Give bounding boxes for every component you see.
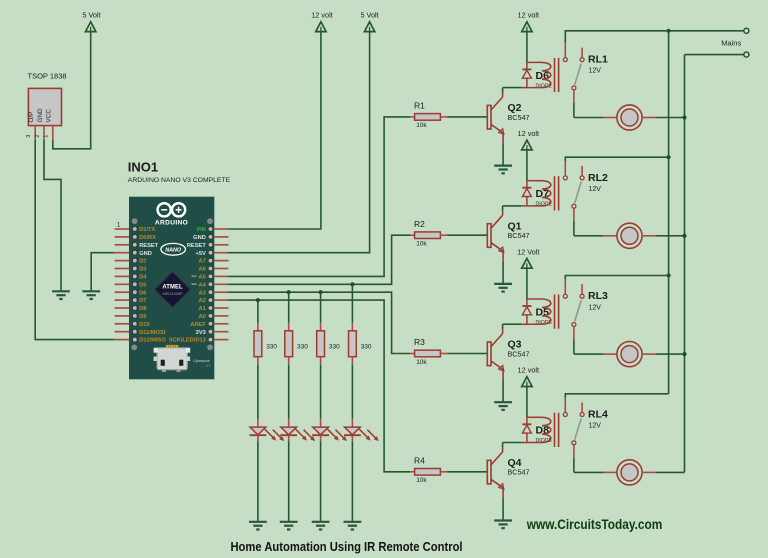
svg-text:GND: GND: [193, 235, 206, 241]
svg-text:D3: D3: [139, 267, 146, 273]
svg-text:10k: 10k: [416, 241, 427, 248]
svg-text:A5: A5: [199, 275, 206, 281]
svg-text:D10: D10: [139, 322, 149, 328]
svg-text:12V: 12V: [589, 423, 602, 430]
svg-text:ARDUINO NANO V3 COMPLETE: ARDUINO NANO V3 COMPLETE: [128, 177, 231, 184]
svg-text:Mains: Mains: [721, 38, 741, 47]
svg-text:A4: A4: [199, 282, 207, 288]
svg-text:5 Volt: 5 Volt: [82, 11, 100, 20]
svg-text:R3: R3: [414, 337, 425, 347]
svg-text:10k: 10k: [416, 122, 427, 129]
svg-text:330: 330: [329, 343, 340, 350]
svg-text:DIODE: DIODE: [536, 438, 553, 444]
svg-text:TSOP 1838: TSOP 1838: [28, 72, 67, 81]
svg-text:v1.0: v1.0: [205, 364, 211, 368]
svg-text:D0/RX: D0/RX: [139, 235, 156, 241]
svg-text:R4: R4: [414, 456, 425, 466]
svg-text:ARDUINO: ARDUINO: [155, 220, 188, 227]
svg-text:5 Volt: 5 Volt: [360, 11, 378, 20]
svg-text:2: 2: [35, 135, 41, 138]
svg-text:RESET: RESET: [139, 243, 158, 249]
svg-text:330: 330: [361, 343, 372, 350]
svg-text:BC547: BC547: [508, 231, 530, 240]
svg-text:BC547: BC547: [508, 113, 530, 122]
svg-text:3: 3: [26, 135, 32, 138]
svg-text:Q3: Q3: [508, 339, 522, 351]
svg-text:RESET: RESET: [187, 243, 206, 249]
svg-text:INO1: INO1: [128, 160, 158, 175]
svg-text:D1/TX: D1/TX: [139, 227, 155, 233]
svg-text:R1: R1: [414, 101, 425, 111]
svg-text:10k: 10k: [416, 477, 427, 484]
svg-text:A7: A7: [199, 259, 206, 265]
svg-text:GND: GND: [139, 251, 152, 257]
svg-text:D4: D4: [139, 275, 147, 281]
svg-text:D8: D8: [139, 306, 146, 312]
svg-text:VIN: VIN: [196, 227, 205, 233]
svg-text:VCC: VCC: [46, 109, 53, 123]
svg-text:D6: D6: [139, 290, 146, 296]
svg-text:12V: 12V: [589, 304, 602, 311]
svg-text:Q4: Q4: [508, 457, 522, 469]
svg-text:RL2: RL2: [588, 172, 608, 184]
svg-text:D11/MOSI: D11/MOSI: [139, 330, 166, 336]
svg-text:A6: A6: [199, 267, 206, 273]
svg-text:12 volt: 12 volt: [518, 129, 540, 138]
svg-text:12 volt: 12 volt: [518, 11, 540, 20]
svg-text:12V: 12V: [589, 68, 602, 75]
svg-text:Q1: Q1: [508, 220, 522, 232]
svg-text:10k: 10k: [416, 359, 427, 366]
svg-text:SDA: SDA: [191, 282, 197, 286]
svg-text:O/P: O/P: [28, 112, 35, 123]
svg-text:D9: D9: [139, 314, 146, 320]
svg-text:D2: D2: [139, 259, 146, 265]
svg-text:12 volt: 12 volt: [518, 366, 540, 375]
svg-text:D7: D7: [139, 298, 146, 304]
svg-text:www.CircuitsToday.com: www.CircuitsToday.com: [526, 516, 662, 532]
svg-text:330: 330: [266, 343, 277, 350]
svg-text:3V3: 3V3: [196, 330, 206, 336]
svg-text:A1: A1: [199, 306, 206, 312]
svg-text:+5V: +5V: [196, 251, 206, 257]
svg-text:A3: A3: [199, 290, 206, 296]
svg-text:ATMEL: ATMEL: [162, 284, 183, 290]
svg-text:A0: A0: [199, 314, 206, 320]
svg-text:RL1: RL1: [588, 54, 608, 66]
svg-text:12 Volt: 12 Volt: [517, 247, 539, 256]
svg-text:Home Automation Using IR Remot: Home Automation Using IR Remote Control: [230, 539, 462, 554]
svg-text:1: 1: [44, 135, 50, 138]
svg-text:D5: D5: [139, 282, 146, 288]
svg-text:GND: GND: [37, 108, 44, 122]
svg-text:MEGA328P: MEGA328P: [162, 292, 183, 296]
svg-text:12 volt: 12 volt: [311, 11, 333, 20]
svg-text:12V: 12V: [589, 186, 602, 193]
svg-text:Q2: Q2: [508, 102, 522, 114]
svg-text:RL3: RL3: [588, 290, 608, 302]
svg-text:BC547: BC547: [508, 349, 530, 358]
svg-text:BC547: BC547: [508, 468, 530, 477]
svg-text:SCK/LED/D13: SCK/LED/D13: [169, 338, 206, 344]
svg-text:RL4: RL4: [588, 409, 608, 421]
svg-text:D12/MISO: D12/MISO: [139, 338, 166, 344]
svg-text:DIODE: DIODE: [536, 320, 553, 326]
svg-text:A2: A2: [199, 298, 206, 304]
svg-text:330: 330: [297, 343, 308, 350]
svg-text:Cyberpunk: Cyberpunk: [193, 359, 210, 363]
svg-text:NANO: NANO: [165, 248, 182, 254]
svg-text:AREF: AREF: [190, 322, 206, 328]
svg-text:DIODE: DIODE: [536, 202, 553, 208]
svg-text:1: 1: [117, 223, 121, 229]
svg-text:SCL: SCL: [192, 274, 198, 278]
svg-text:DIODE: DIODE: [536, 83, 553, 89]
svg-text:R2: R2: [414, 219, 425, 229]
